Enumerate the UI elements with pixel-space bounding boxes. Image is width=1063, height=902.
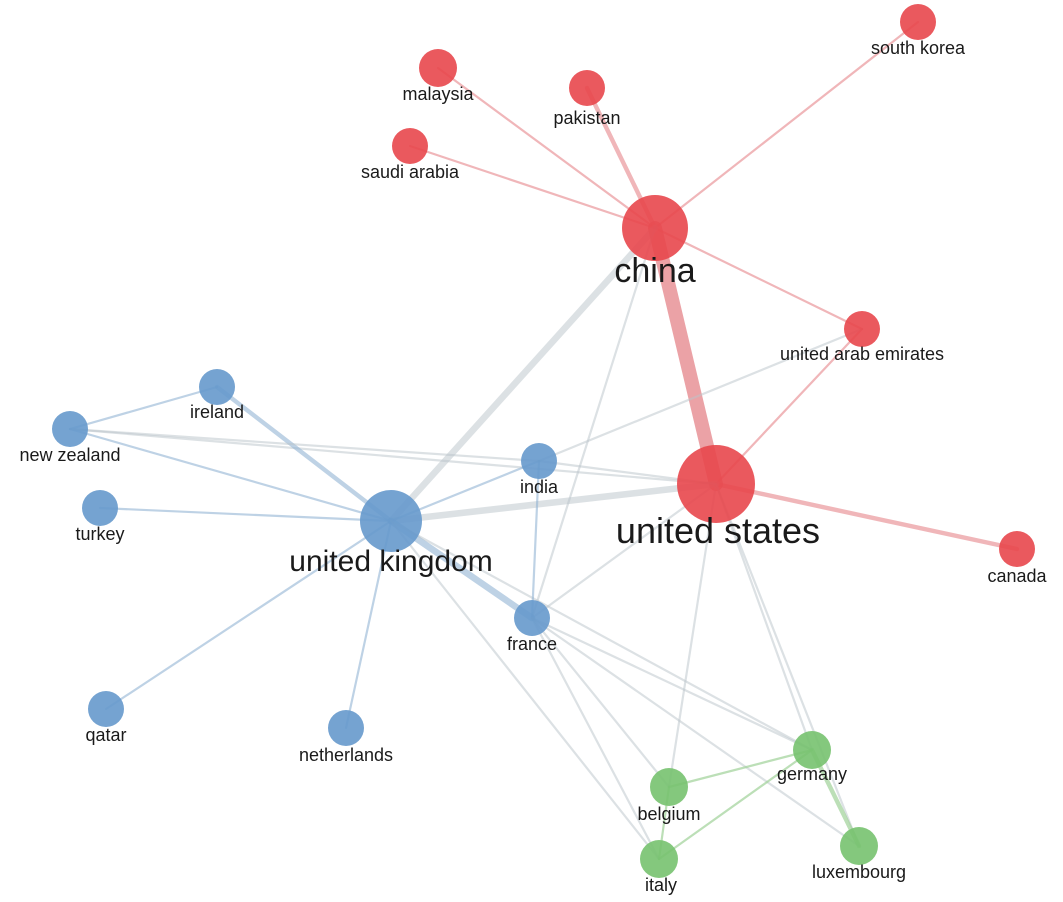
edge-china-united-kingdom (387, 224, 659, 525)
node-label-united-kingdom: united kingdom (289, 545, 492, 578)
node-label-saudi-arabia: saudi arabia (361, 162, 460, 182)
node-label-united-arab-emirates: united arab emirates (780, 344, 944, 364)
edge-france-italy (530, 616, 661, 861)
edge-united-states-united-kingdom (387, 480, 720, 525)
node-malaysia[interactable] (419, 49, 457, 87)
node-india[interactable] (521, 443, 557, 479)
edge-china-united-arab-emirates (653, 226, 864, 331)
node-label-ireland: ireland (190, 402, 244, 422)
edge-france-belgium (530, 616, 671, 789)
edge-germany-italy (657, 748, 814, 861)
node-ireland[interactable] (199, 369, 235, 405)
edge-new-zealand-india (68, 427, 541, 463)
node-canada[interactable] (999, 531, 1035, 567)
edge-united-states-canada (713, 481, 1020, 552)
node-label-netherlands: netherlands (299, 745, 393, 765)
node-france[interactable] (514, 600, 550, 636)
node-label-germany: germany (777, 764, 847, 784)
edge-united-kingdom-new-zealand (68, 427, 393, 523)
node-label-south-korea: south korea (871, 38, 966, 58)
edge-china-saudi-arabia (408, 144, 657, 230)
edge-united-kingdom-germany (389, 519, 814, 752)
node-united-states[interactable] (677, 445, 755, 523)
edge-china-united-states (648, 221, 723, 491)
edge-united-kingdom-ireland (214, 384, 394, 524)
node-germany[interactable] (793, 731, 831, 769)
node-label-luxembourg: luxembourg (812, 862, 906, 882)
node-united-arab-emirates[interactable] (844, 311, 880, 347)
node-italy[interactable] (640, 840, 678, 878)
edge-india-france (530, 459, 541, 620)
edge-india-united-arab-emirates (537, 327, 864, 463)
node-china[interactable] (622, 195, 688, 261)
edge-ireland-new-zealand (68, 385, 219, 431)
node-label-italy: italy (645, 875, 677, 895)
node-united-kingdom[interactable] (360, 490, 422, 552)
node-label-turkey: turkey (75, 524, 124, 544)
node-netherlands[interactable] (328, 710, 364, 746)
node-label-france: france (507, 634, 557, 654)
node-label-pakistan: pakistan (553, 108, 620, 128)
node-south-korea[interactable] (900, 4, 936, 40)
node-pakistan[interactable] (569, 70, 605, 106)
node-turkey[interactable] (82, 490, 118, 526)
node-saudi-arabia[interactable] (392, 128, 428, 164)
node-layer (52, 4, 1035, 878)
edge-china-malaysia (436, 66, 657, 230)
label-layer: china united states south korea malaysia pak… (19, 38, 1047, 895)
edge-france-luxembourg (530, 616, 861, 848)
edge-united-kingdom-turkey (98, 506, 393, 523)
node-label-belgium: belgium (637, 804, 700, 824)
edge-united-kingdom-netherlands (344, 519, 393, 730)
edge-china-south-korea (653, 20, 920, 230)
node-label-new-zealand: new zealand (19, 445, 120, 465)
edge-united-kingdom-italy (389, 519, 661, 861)
node-qatar[interactable] (88, 691, 124, 727)
edge-united-states-belgium (667, 482, 718, 789)
node-label-malaysia: malaysia (402, 84, 474, 104)
edge-china-france (530, 226, 657, 620)
edge-layer (68, 20, 1020, 861)
node-label-canada: canada (987, 566, 1047, 586)
node-luxembourg[interactable] (840, 827, 878, 865)
node-new-zealand[interactable] (52, 411, 88, 447)
node-label-china: china (614, 252, 695, 290)
edge-united-states-germany (714, 482, 814, 752)
edge-germany-belgium (667, 748, 814, 789)
edge-france-germany (530, 616, 814, 752)
node-belgium[interactable] (650, 768, 688, 806)
node-label-united-states: united states (616, 510, 820, 551)
node-label-india: india (520, 477, 559, 497)
node-label-qatar: qatar (85, 725, 126, 745)
edge-united-states-new-zealand (68, 427, 718, 486)
edge-united-states-luxembourg (714, 482, 861, 848)
edge-united-kingdom-qatar (104, 519, 393, 711)
